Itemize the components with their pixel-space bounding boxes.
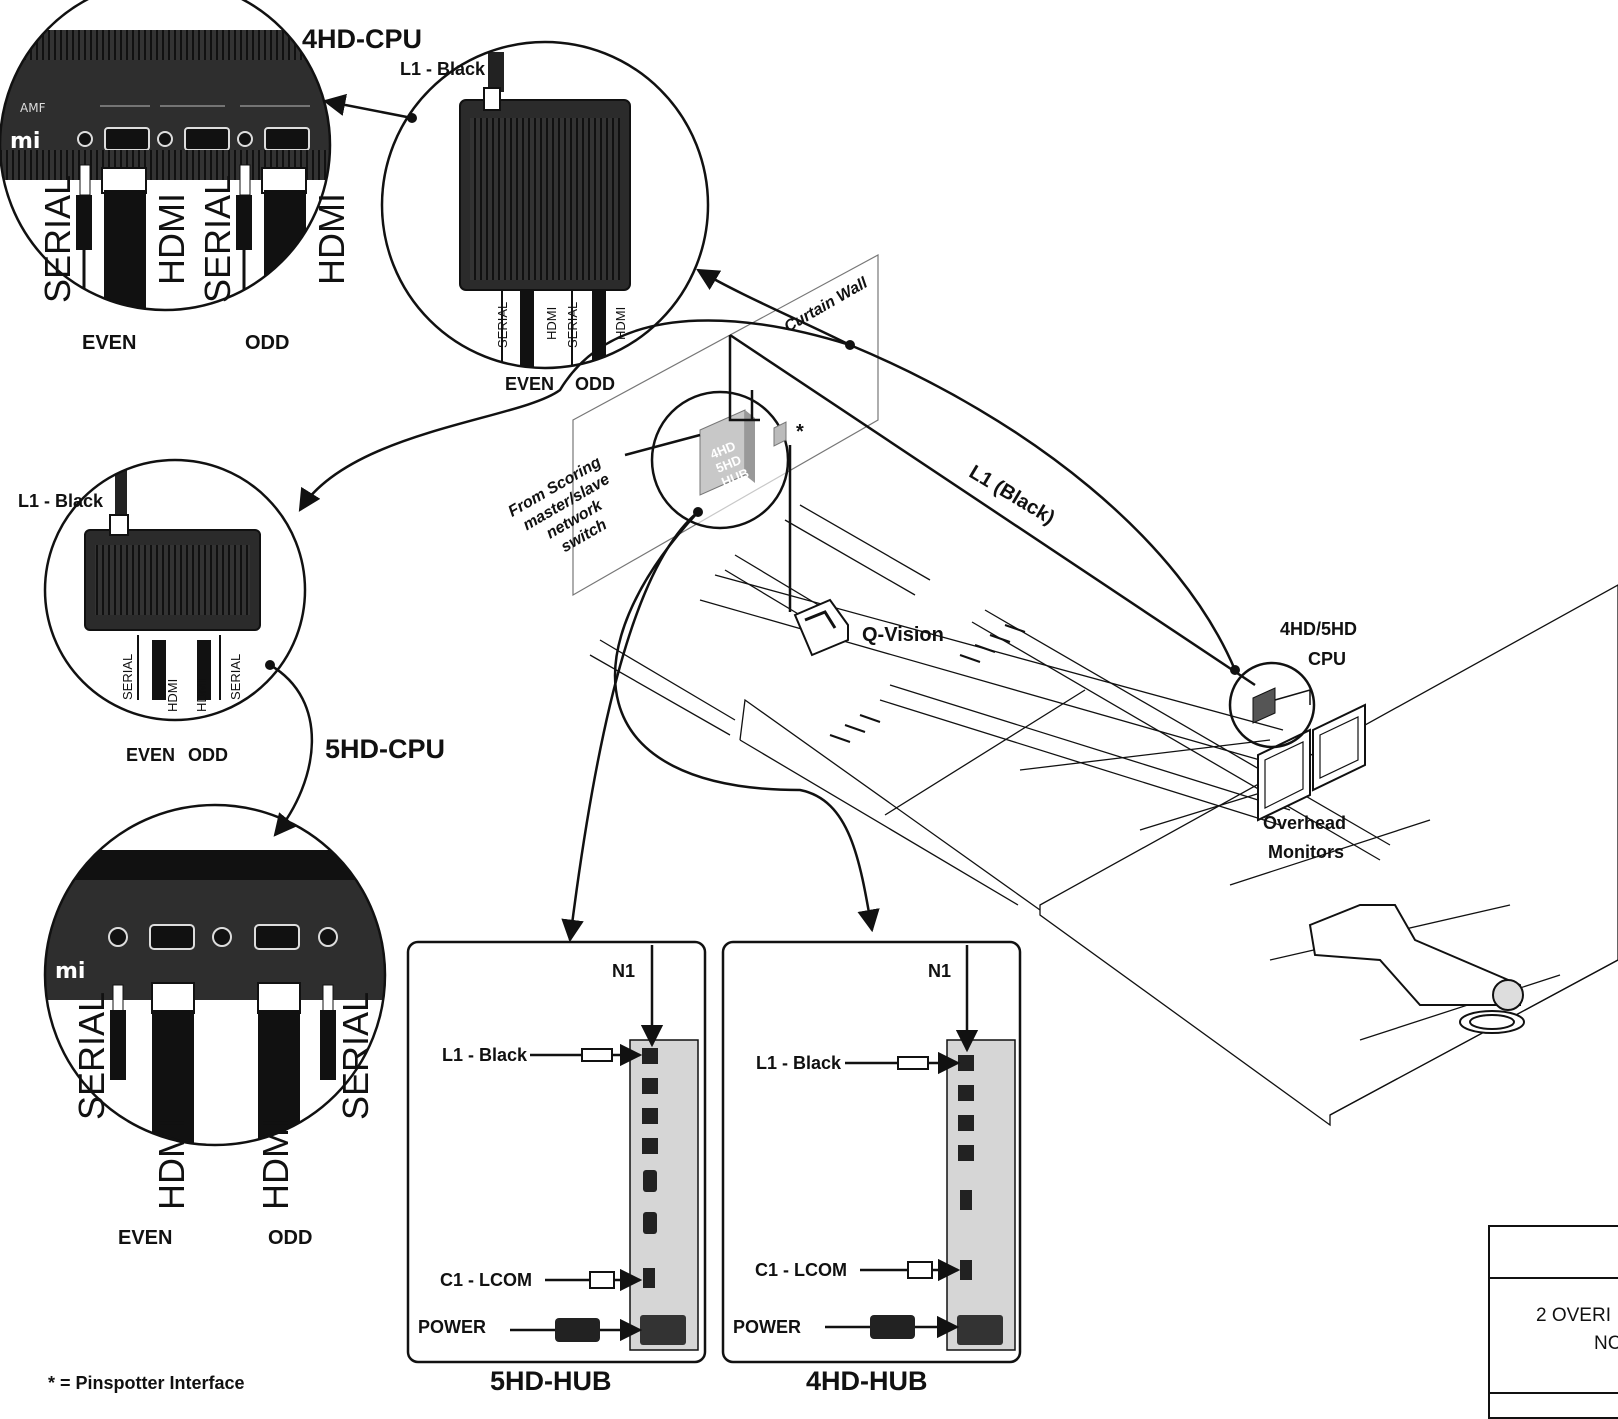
c1-serial-even: SERIAL (37, 174, 78, 303)
c4-hdmi-even: HDMI (151, 1118, 192, 1210)
c2-odd-label: ODD (575, 374, 615, 394)
pinspotter-note: * = Pinspotter Interface (48, 1373, 245, 1393)
hub4-n1-label: N1 (928, 961, 952, 981)
ball-return (1308, 904, 1525, 1034)
c3-odd-label: ODD (188, 745, 228, 765)
q-vision-device (793, 598, 849, 657)
table-divider-2 (1490, 1392, 1618, 1394)
bowling-lanes (589, 504, 1618, 1127)
cpu5-unit-closeup (45, 460, 305, 720)
c2-hdmi-even: HDMI (544, 306, 559, 340)
hub5-power-label: POWER (418, 1317, 487, 1337)
table-row2-line2: NC (1594, 1333, 1618, 1354)
c3-hdmi-odd: HDMI (194, 678, 209, 712)
overhead-monitors (1257, 703, 1366, 822)
c4-serial-even: SERIAL (71, 991, 112, 1120)
c4-even-label: EVEN (118, 1227, 173, 1249)
c3-serial-even: SERIAL (120, 653, 135, 700)
hub4-power-label: POWER (733, 1317, 802, 1337)
hub-block (699, 409, 787, 496)
hub4-c1-label: C1 - LCOM (755, 1260, 847, 1280)
svg-text:mi: mi (10, 129, 40, 154)
cpu4-title: 4HD-CPU (302, 24, 423, 54)
q-vision-label: Q-Vision (862, 624, 944, 646)
cpu-4hd5hd-line1: 4HD/5HD (1280, 619, 1358, 639)
overhead-label-line2: Monitors (1268, 842, 1344, 862)
svg-text:mi: mi (55, 959, 85, 984)
hub4-l1-label: L1 - Black (756, 1053, 842, 1073)
c4-odd-label: ODD (268, 1227, 313, 1249)
c2-hdmi-odd: HDMI (613, 306, 628, 340)
c1-even-label: EVEN (82, 332, 137, 354)
hub4-title: 4HD-HUB (806, 1366, 928, 1396)
hub5-l1-label: L1 - Black (442, 1045, 528, 1065)
hub5-box (406, 940, 707, 1364)
cpu5-port-closeup: mi (45, 805, 385, 1145)
table-divider-1 (1490, 1277, 1618, 1279)
cpu-4hd5hd-line2: CPU (1308, 649, 1347, 669)
cpu4-unit-closeup (382, 42, 708, 368)
cpu4-port-closeup: AMF mi (0, 0, 330, 310)
cpu5-l1-label: L1 - Black (18, 491, 104, 511)
c1-hdmi-odd: HDMI (311, 193, 352, 285)
c3-serial-odd: SERIAL (228, 653, 243, 700)
c3-even-label: EVEN (126, 745, 176, 765)
partial-table: 2 OVERI NC (1488, 1225, 1618, 1419)
c2-even-label: EVEN (505, 374, 555, 394)
c2-serial-odd: SERIAL (565, 301, 580, 348)
cables (624, 333, 1256, 687)
c4-serial-odd: SERIAL (335, 991, 376, 1120)
c1-odd-label: ODD (245, 332, 290, 354)
c1-hdmi-even: HDMI (151, 193, 192, 285)
hub5-n1-label: N1 (612, 961, 636, 981)
c1-serial-odd: SERIAL (197, 174, 238, 303)
connector-curves (269, 93, 1237, 943)
c4-hdmi-odd: HDMI (255, 1118, 296, 1210)
c3-hdmi-even: HDMI (165, 678, 180, 712)
overhead-label-line1: Overhead (1263, 813, 1347, 833)
cpu4-l1-label: L1 - Black (400, 59, 486, 79)
cpu5-title: 5HD-CPU (325, 734, 446, 764)
svg-text:AMF: AMF (20, 101, 46, 115)
hub5-title: 5HD-HUB (490, 1366, 612, 1396)
hub4-box (721, 940, 1022, 1364)
pinspotter-asterisk: * (796, 421, 804, 443)
table-row2-line1: 2 OVERI (1536, 1305, 1611, 1326)
hub5-c1-label: C1 - LCOM (440, 1270, 532, 1290)
c2-serial-even: SERIAL (495, 301, 510, 348)
